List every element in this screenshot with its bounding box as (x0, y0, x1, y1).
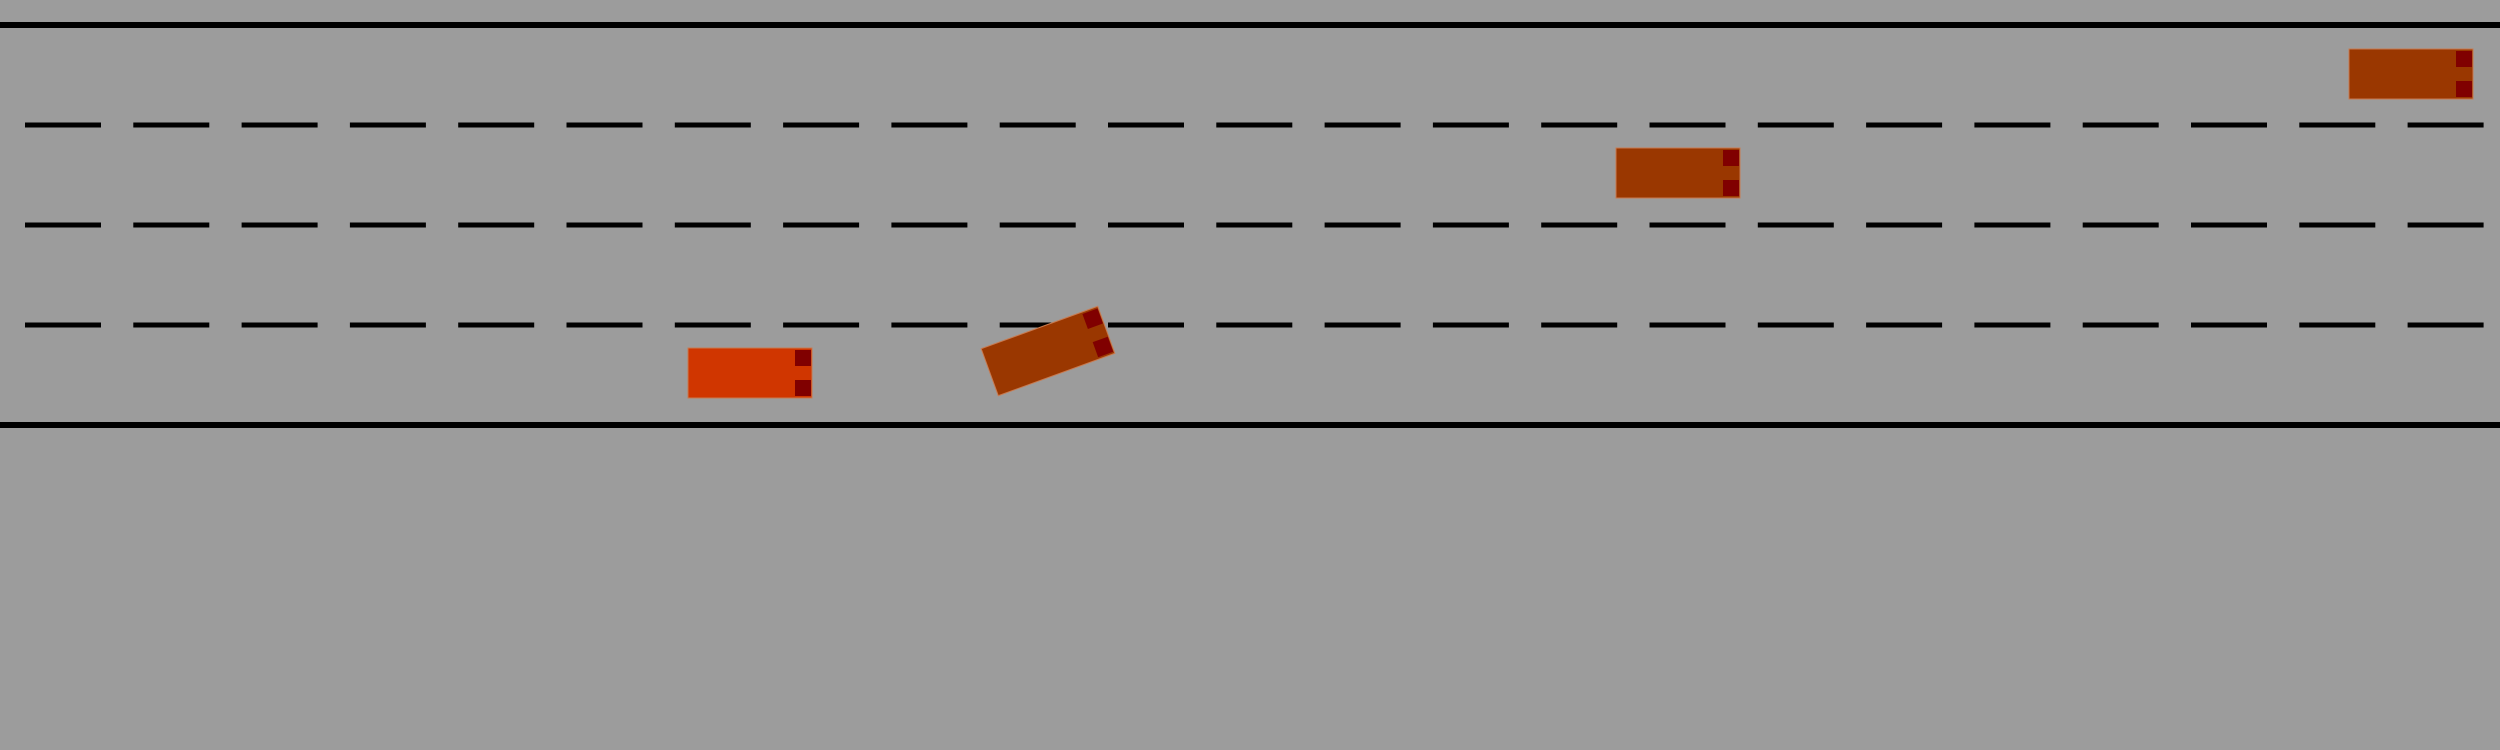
headlight (2456, 51, 2472, 67)
lane-dash (1649, 122, 1726, 128)
lane-dash (1541, 222, 1618, 228)
npc-vehicle-lane-2 (1615, 147, 1741, 199)
lane-dash (999, 222, 1076, 228)
lane-dash (133, 322, 210, 328)
lane-dash (566, 122, 643, 128)
lane-dash (783, 122, 860, 128)
vehicle-body (980, 305, 1116, 397)
lane-dash (891, 322, 968, 328)
vehicle-body (1615, 147, 1741, 199)
lane-dash (1974, 222, 2051, 228)
lane-dash (2407, 222, 2484, 228)
lane-dash (1432, 322, 1509, 328)
lane-dash (2191, 222, 2267, 228)
lane-dash (458, 222, 535, 228)
lane-dash (674, 222, 751, 228)
lane-dash (241, 322, 318, 328)
lane-dash (999, 122, 1076, 128)
lane-dash (1541, 122, 1618, 128)
lane-dash (1432, 122, 1509, 128)
headlight (1723, 180, 1739, 196)
lane-dash (1216, 322, 1293, 328)
lane-dash (1974, 122, 2051, 128)
lane-dash (1432, 222, 1509, 228)
lane-dash (1216, 122, 1293, 128)
road-edge-top (0, 22, 2500, 28)
lane-dash (133, 122, 210, 128)
lane-dash (674, 322, 751, 328)
lane-dash (2082, 122, 2159, 128)
lane-dash (1866, 322, 1943, 328)
lane-dash (1757, 222, 1834, 228)
lane-dash (1649, 322, 1726, 328)
lane-dash (1108, 122, 1184, 128)
ego-vehicle (687, 347, 813, 399)
lane-dash (891, 122, 968, 128)
lane-dash (1866, 222, 1943, 228)
lane-dash (1324, 222, 1401, 228)
lane-dash (2299, 122, 2376, 128)
headlight (1092, 336, 1114, 358)
lane-dash (2191, 122, 2267, 128)
lane-dash (783, 322, 860, 328)
lane-dash (566, 322, 643, 328)
lane-dash (458, 322, 535, 328)
lane-dash (1757, 322, 1834, 328)
lane-dash (133, 222, 210, 228)
headlight (795, 350, 811, 366)
lane-dash (241, 222, 318, 228)
vehicles-layer (687, 48, 2474, 399)
lane-dash (1757, 122, 1834, 128)
lane-dash (891, 222, 968, 228)
lane-dash (1324, 322, 1401, 328)
lane-dash (1216, 222, 1293, 228)
lane-dash (1649, 222, 1726, 228)
vehicle-body (687, 347, 813, 399)
headlight (1723, 150, 1739, 166)
lane-dash (1324, 122, 1401, 128)
lane-dash (349, 122, 426, 128)
headlight (1082, 308, 1103, 330)
lane-dividers (25, 122, 2484, 328)
lane-dash (2407, 122, 2484, 128)
lane-dash (1541, 322, 1618, 328)
lane-dash (349, 322, 426, 328)
lane-dash (783, 222, 860, 228)
road-edge-bottom (0, 422, 2500, 428)
lane-dash (2407, 322, 2484, 328)
headlight (2456, 81, 2472, 97)
lane-dash (241, 122, 318, 128)
lane-dash (25, 322, 101, 328)
lane-dash (1108, 322, 1184, 328)
headlight (795, 380, 811, 396)
lane-dash (1974, 322, 2051, 328)
vehicle-body (2348, 48, 2474, 100)
lane-dash (2191, 322, 2267, 328)
lane-dash (25, 122, 101, 128)
lane-dash (25, 222, 101, 228)
lane-dash (458, 122, 535, 128)
lane-dash (566, 222, 643, 228)
lane-dash (2082, 222, 2159, 228)
lane-dash (2299, 222, 2376, 228)
npc-vehicle-lane-changing (980, 305, 1116, 397)
lane-dash (1108, 222, 1184, 228)
lane-dash (349, 222, 426, 228)
lane-dash (999, 322, 1076, 328)
lane-dash (2082, 322, 2159, 328)
lane-dash (2299, 322, 2376, 328)
lane-dash (1866, 122, 1943, 128)
lane-dash (674, 122, 751, 128)
npc-vehicle-lane-1 (2348, 48, 2474, 100)
